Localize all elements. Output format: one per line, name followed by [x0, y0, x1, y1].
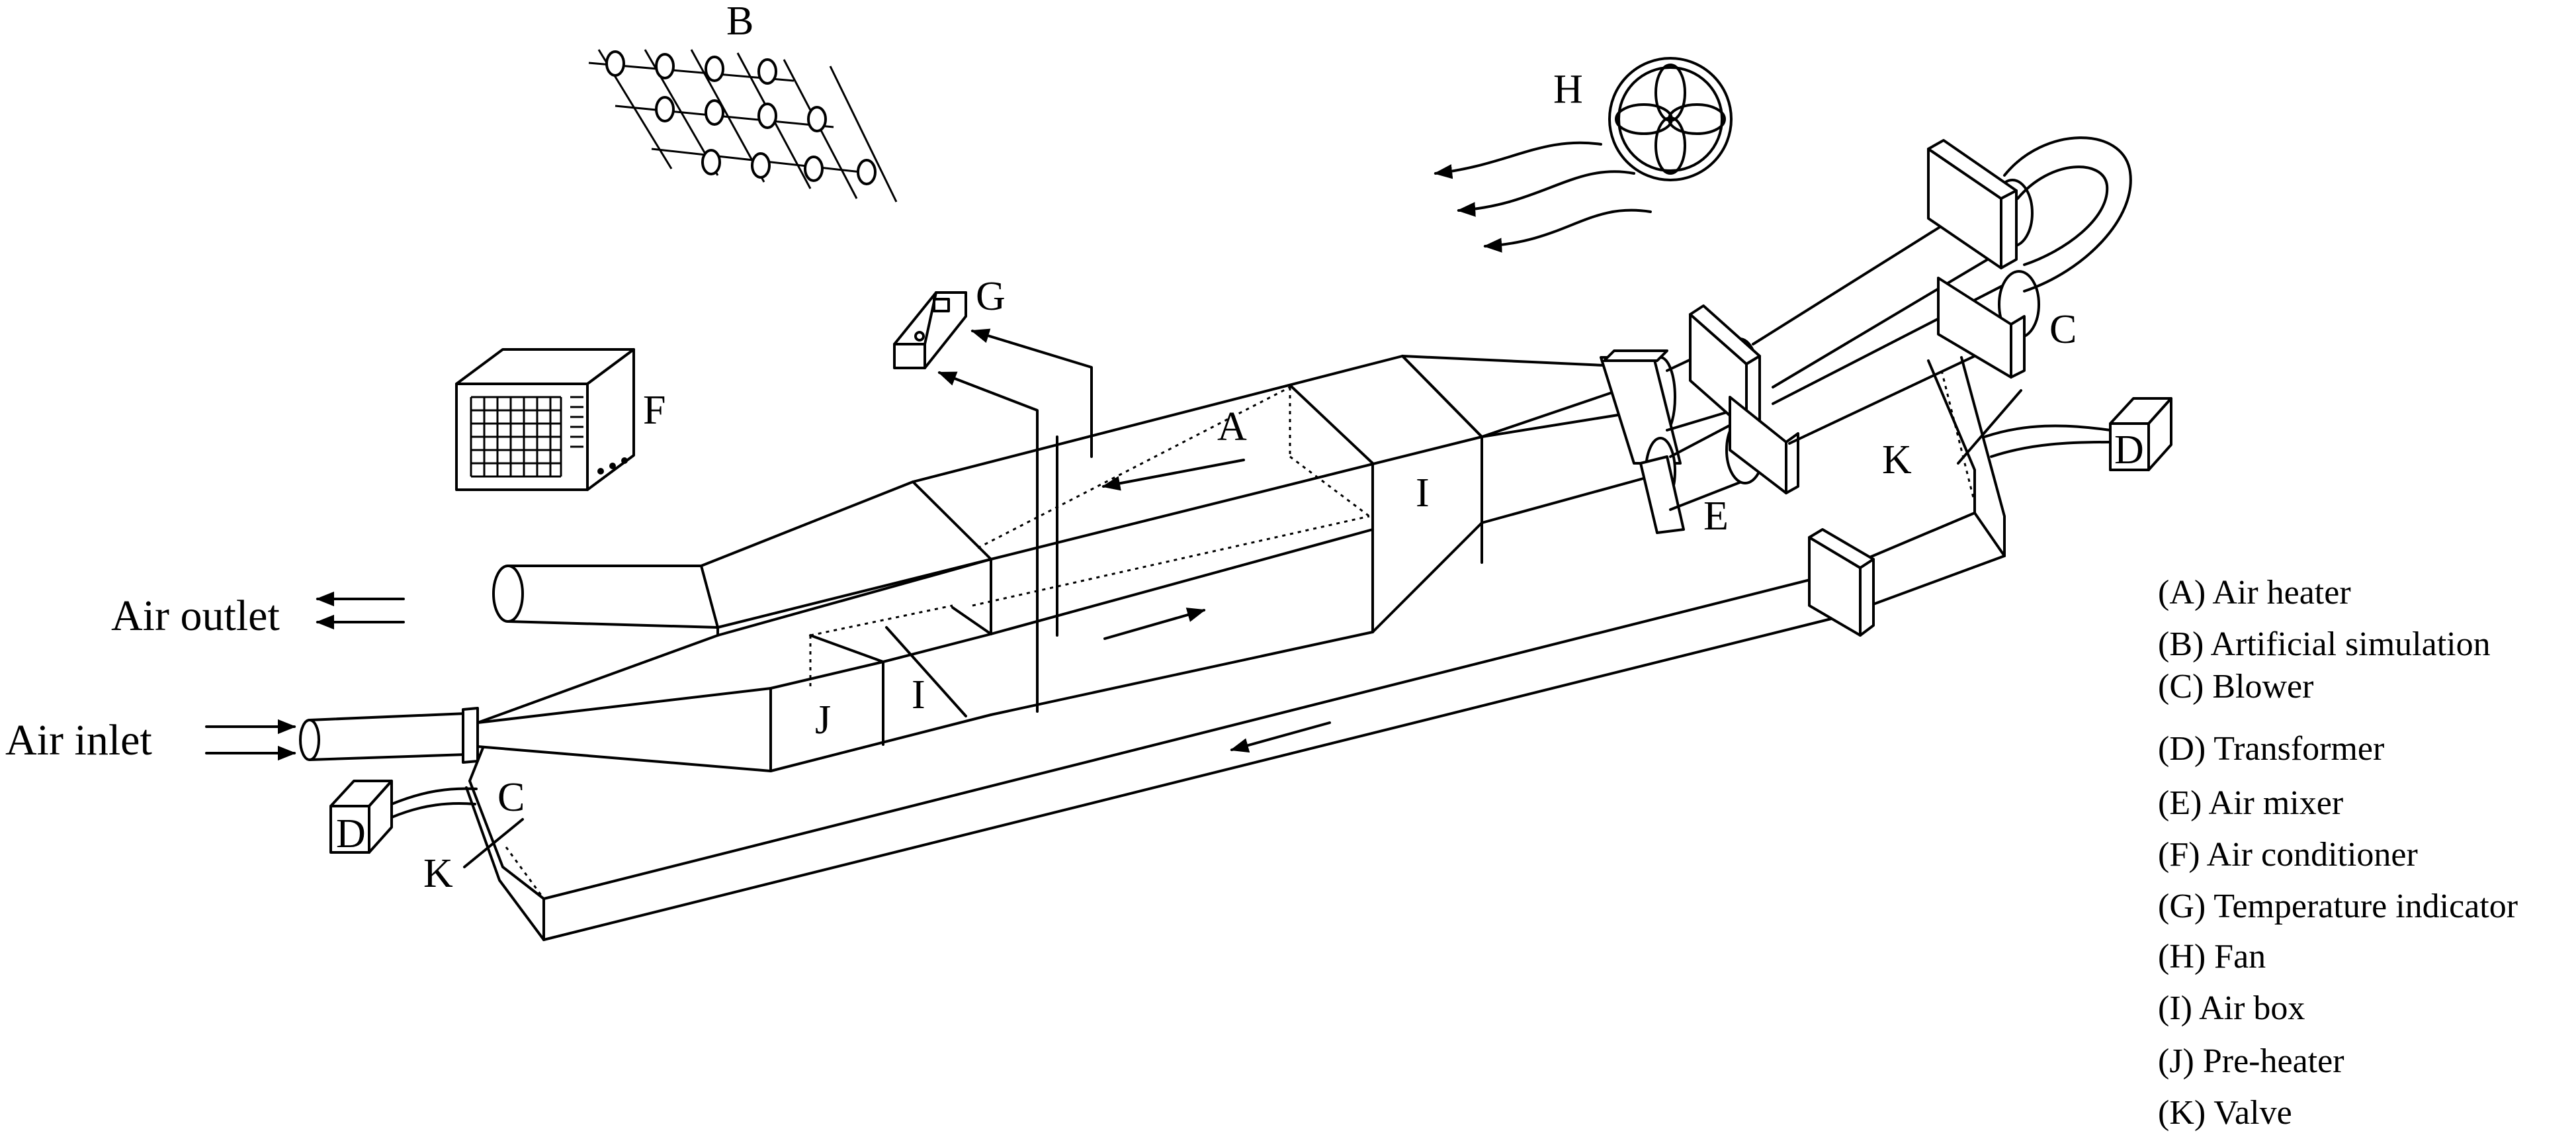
flow-arrow-icon — [1101, 459, 1245, 491]
fan-icon — [1608, 57, 1733, 181]
label-C-right: C — [2049, 307, 2077, 352]
legend-item: (I) Air box — [2158, 989, 2305, 1027]
label-I-back: I — [1416, 471, 1430, 516]
legend-item: (K) Valve — [2158, 1094, 2292, 1132]
label-D-right: D — [2114, 428, 2144, 473]
valve-left — [463, 818, 524, 868]
legend-item: (D) Transformer — [2158, 730, 2384, 768]
legend-item: (F) Air conditioner — [2158, 836, 2418, 874]
label-J: J — [815, 698, 831, 743]
valve-right — [1957, 389, 2022, 465]
legend-item: (G) Temperature indicator — [2158, 887, 2518, 925]
label-K-left: K — [423, 851, 453, 896]
air-outlet-label: Air outlet — [111, 592, 280, 640]
label-H: H — [1553, 67, 1583, 112]
legend-item: (A) Air heater — [2158, 574, 2351, 612]
upper-duct — [492, 355, 1652, 716]
label-F: F — [643, 388, 665, 433]
flow-arrow-icon — [1230, 721, 1331, 753]
fan-airflow-arrows — [1434, 141, 1652, 253]
temperature-probe-lines — [937, 328, 1093, 713]
legend: (A) Air heater (B) Artificial simulation… — [2158, 574, 2518, 1132]
blower-icon — [1752, 136, 2132, 445]
legend-item: (C) Blower — [2158, 668, 2313, 705]
label-K-right: K — [1882, 437, 1912, 482]
label-B: B — [726, 0, 753, 44]
temperature-indicator-icon — [893, 291, 967, 369]
legend-item: (H) Fan — [2158, 938, 2266, 976]
legend-item: (E) Air mixer — [2158, 784, 2343, 822]
legend-item: (J) Pre-heater — [2158, 1042, 2344, 1080]
label-E: E — [1703, 494, 1729, 539]
air-inlet-label: Air inlet — [5, 716, 152, 764]
transformer-icon — [329, 780, 393, 854]
transformer-icon — [2109, 397, 2172, 471]
flow-arrow-icon — [1103, 608, 1206, 640]
lower-duct — [299, 558, 992, 772]
label-D-left: D — [336, 811, 366, 856]
air-conditioner-icon — [455, 348, 635, 491]
air-mixer — [1600, 304, 1799, 534]
bulb-grid-icon — [588, 49, 898, 203]
label-I-front: I — [912, 672, 925, 717]
label-A: A — [1217, 404, 1247, 449]
legend-item: (B) Artificial simulation — [2158, 625, 2491, 663]
label-C-left: C — [497, 775, 525, 820]
label-G: G — [976, 274, 1006, 319]
